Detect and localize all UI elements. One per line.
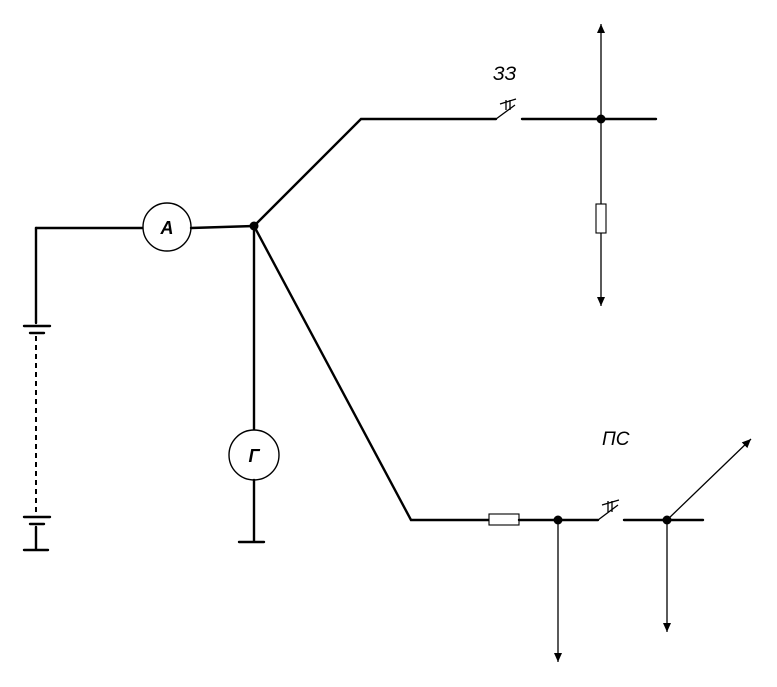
upper-branch: ЗЗ xyxy=(252,64,658,228)
diagonal-arrow xyxy=(666,438,752,521)
generator-label: Г xyxy=(248,446,260,466)
junction-upper xyxy=(596,114,606,124)
lower-branch: ПС xyxy=(252,224,705,526)
switch-bottom-label: ПС xyxy=(602,429,630,450)
junction-lower-2 xyxy=(662,515,672,525)
ammeter-label: А xyxy=(160,218,174,238)
junction-main xyxy=(249,221,259,231)
generator-branch: Г xyxy=(228,224,280,544)
ammeter: А xyxy=(142,202,192,252)
upper-vertical-line xyxy=(595,24,607,306)
switch-top-label: ЗЗ xyxy=(493,64,517,85)
fuse-horizontal xyxy=(488,513,520,526)
junction-lower-1 xyxy=(553,515,563,525)
wire-ammeter-node xyxy=(189,224,256,230)
fuse-vertical xyxy=(595,203,607,234)
battery xyxy=(22,226,52,552)
